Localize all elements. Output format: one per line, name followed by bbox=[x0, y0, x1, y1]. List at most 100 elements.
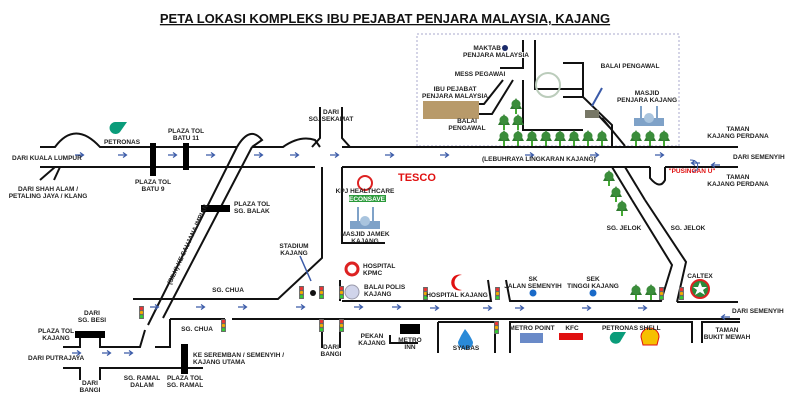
roads bbox=[39, 40, 740, 380]
label-kfc: KFC bbox=[565, 325, 579, 332]
label-dari-kl: DARI KUALA LUMPUR bbox=[12, 155, 82, 162]
label-putrajaya: DARI PUTRAJAYA bbox=[28, 355, 85, 362]
label-syabas: SYABAS bbox=[453, 345, 480, 352]
toll-kajang bbox=[75, 331, 105, 338]
label-pekan-2: KAJANG bbox=[358, 340, 385, 347]
label-dari-semenyih-bot: DARI SEMENYIH bbox=[732, 308, 784, 315]
label-tol-ramal: PLAZA TOL bbox=[167, 375, 203, 382]
label-masjid-jamek-2: KAJANG bbox=[351, 238, 378, 245]
label-sg-besi-2: SG. BESI bbox=[78, 317, 106, 324]
label-taman-kp-bot-2: KAJANG PERDANA bbox=[707, 181, 769, 188]
label-bangi-left: DARI bbox=[82, 380, 98, 387]
label-tol-batu11-2: BATU 11 bbox=[173, 135, 200, 142]
penjara-crest-icon bbox=[535, 72, 561, 98]
label-metro-inn: METRO bbox=[398, 337, 421, 344]
label-seremban-2: KAJANG UTAMA bbox=[193, 359, 246, 366]
balai-pengawal-building-icon bbox=[585, 110, 599, 118]
caltex-star-icon bbox=[693, 282, 707, 295]
label-hospital-kajang: HOSPITAL KAJANG bbox=[426, 292, 488, 299]
label-kpj: KPJ HEALTHCARE bbox=[336, 188, 395, 195]
toll-batu9 bbox=[150, 143, 156, 176]
label-shell: SHELL bbox=[639, 325, 660, 332]
map-labels: DARI KUALA LUMPUR DARI SHAH ALAM / PETAL… bbox=[9, 45, 785, 394]
sk-marker-icon bbox=[529, 289, 537, 297]
toll-sg-ramal bbox=[181, 344, 188, 374]
label-sek-2: TINGGI KAJANG bbox=[567, 283, 619, 290]
landmark-icons bbox=[109, 45, 710, 350]
label-masjid-penjara: MASJID bbox=[635, 90, 660, 97]
kfc-logo-icon bbox=[559, 333, 583, 340]
label-pusingan-u: "PUSINGAN U" bbox=[669, 168, 716, 175]
label-sg-chua-upper: SG. CHUA bbox=[212, 287, 244, 294]
label-sk-2: JALAN SEMENYIH bbox=[504, 283, 562, 290]
label-sg-jelok-left: SG. JELOK bbox=[607, 225, 642, 232]
label-mess: MESS PEGAWAI bbox=[455, 71, 506, 78]
label-seremban: KE SEREMBAN / SEMENYIH / bbox=[193, 352, 284, 359]
label-sekamat-2: SG. SEKAMAT bbox=[309, 116, 354, 123]
stadium-marker-icon bbox=[310, 290, 316, 296]
label-metro-inn-2: INN bbox=[404, 344, 416, 351]
label-stadium: STADIUM bbox=[279, 243, 308, 250]
label-sg-besi: DARI bbox=[84, 310, 100, 317]
label-tol-ramal-2: SG. RAMAL bbox=[167, 382, 204, 389]
label-petronas-bottom: PETRONAS bbox=[602, 325, 639, 332]
petronas-logo-icon bbox=[109, 122, 127, 134]
map-title: PETA LOKASI KOMPLEKS IBU PEJABAT PENJARA… bbox=[160, 11, 610, 26]
label-bangi-mid-2: BANGI bbox=[321, 351, 342, 358]
tesco-logo: TESCO bbox=[398, 172, 436, 184]
label-taman-kp-bot: TAMAN bbox=[727, 174, 750, 181]
label-sk: SK bbox=[528, 276, 537, 283]
petronas-bottom-logo-icon bbox=[609, 332, 626, 344]
label-silk: (SILK) KE SAUJANA IMPIAN bbox=[166, 203, 209, 286]
mosque-icon bbox=[634, 106, 664, 126]
label-dari-semenyih-top: DARI SEMENYIH bbox=[733, 154, 785, 161]
label-bangi-mid: DARI bbox=[323, 344, 339, 351]
label-balai-pengawal-right: BALAI PENGAWAL bbox=[601, 63, 660, 70]
ibu-pejabat-building-icon bbox=[423, 101, 479, 119]
label-tol-batu9: PLAZA TOL bbox=[135, 179, 171, 186]
label-masjid-jamek: MASJID JAMEK bbox=[340, 231, 389, 238]
masjid-jamek-icon bbox=[350, 207, 380, 229]
label-taman-kp-top-2: KAJANG PERDANA bbox=[707, 133, 769, 140]
label-tol-batu9-2: BATU 9 bbox=[142, 186, 165, 193]
shell-logo-icon bbox=[640, 327, 660, 346]
label-masjid-penjara-2: PENJARA KAJANG bbox=[617, 97, 677, 104]
label-polis-2: KAJANG bbox=[364, 291, 391, 298]
label-sg-chua-lower: SG. CHUA bbox=[181, 326, 213, 333]
label-maktab-2: PENJARA MALAYSIA bbox=[463, 52, 529, 59]
label-kpmc-2: KPMC bbox=[363, 270, 382, 277]
label-lebuhraya: (LEBUHRAYA LINGKARAN KAJANG) bbox=[482, 156, 596, 163]
econsave-logo-icon bbox=[349, 195, 386, 202]
label-petronas: PETRONAS bbox=[104, 139, 141, 146]
label-sekamat: DARI bbox=[323, 109, 339, 116]
label-sek: SEK bbox=[586, 276, 600, 283]
label-taman-kp-top: TAMAN bbox=[727, 126, 750, 133]
label-tol-kajang: PLAZA TOL bbox=[38, 328, 74, 335]
pointer-arrow-icon bbox=[591, 87, 603, 107]
kpj-logo-icon bbox=[357, 175, 373, 191]
label-stadium-2: KAJANG bbox=[280, 250, 307, 257]
label-econsave: ECONSAVE bbox=[349, 196, 386, 203]
label-kpmc: HOSPITAL bbox=[363, 263, 395, 270]
label-tol-batu11: PLAZA TOL bbox=[168, 128, 204, 135]
maktab-marker-icon bbox=[502, 45, 508, 51]
label-taman-bm: TAMAN bbox=[716, 327, 739, 334]
metro-point-building-icon bbox=[520, 333, 543, 343]
toll-plazas bbox=[75, 143, 420, 374]
label-bangi-left-2: BANGI bbox=[80, 387, 101, 394]
label-ibu-pejabat: IBU PEJABAT bbox=[434, 86, 477, 93]
sek-marker-icon bbox=[589, 289, 597, 297]
syabas-logo-icon bbox=[458, 329, 473, 350]
label-tol-kajang-2: KAJANG bbox=[42, 335, 69, 342]
label-ibu-pejabat-2: PENJARA MALAYSIA bbox=[422, 93, 488, 100]
polis-crest-icon bbox=[344, 284, 360, 300]
kpmc-logo-icon bbox=[344, 261, 360, 277]
toll-sg-balak bbox=[201, 205, 230, 212]
label-maktab: MAKTAB bbox=[473, 45, 501, 52]
label-balai-pengawal-left-2: PENGAWAL bbox=[448, 125, 485, 132]
label-tol-balak-2: SG. BALAK bbox=[234, 208, 270, 215]
stadium-pointer-icon bbox=[299, 255, 312, 282]
label-shah-alam-2: PETALING JAYA / KLANG bbox=[9, 193, 88, 200]
label-ramal-dalam-2: DALAM bbox=[130, 382, 153, 389]
label-pekan: PEKAN bbox=[361, 333, 384, 340]
